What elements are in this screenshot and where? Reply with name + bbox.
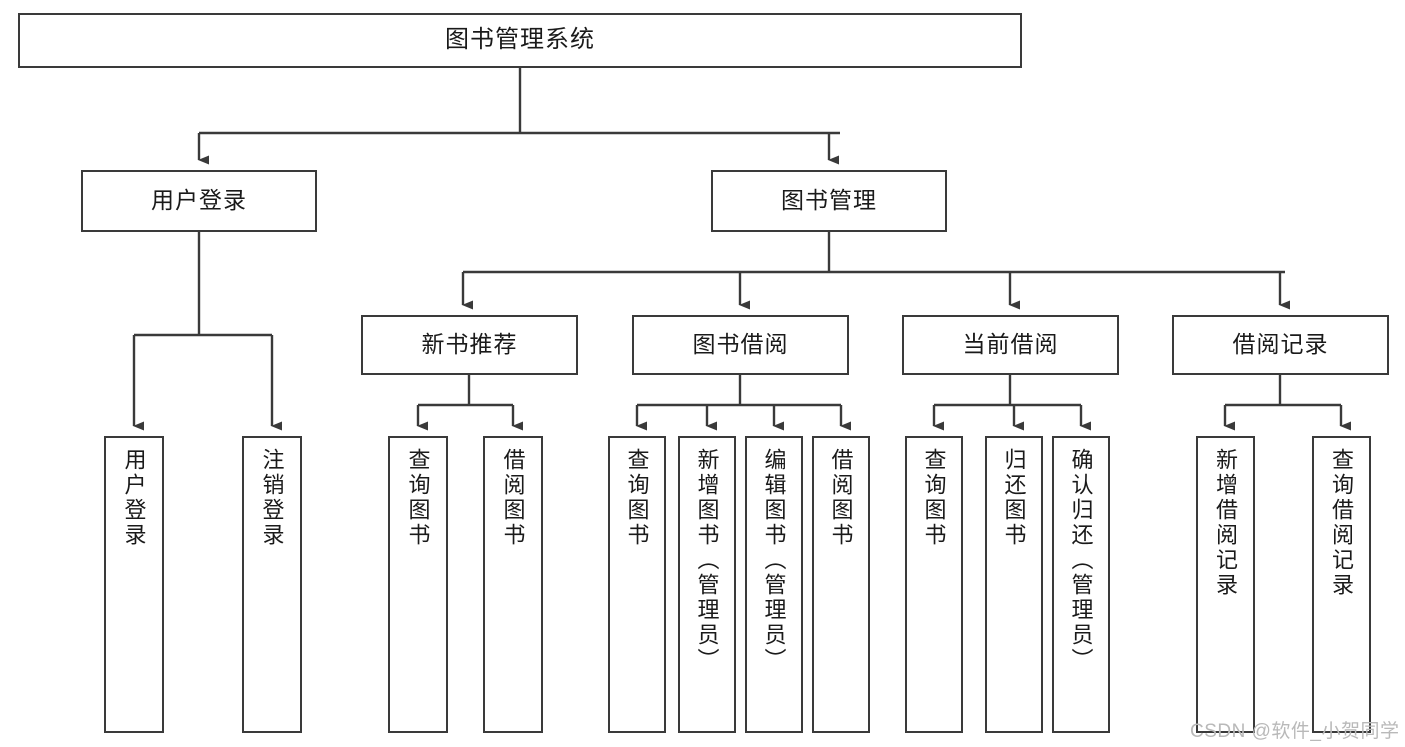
node-leaf-add-book[interactable]: 新增图书（管理员） [678, 436, 736, 733]
node-leaf-borrow-book-recommend-label: 借阅图书 [500, 448, 526, 548]
node-leaf-user-login[interactable]: 用户登录 [104, 436, 164, 733]
node-book-borrow[interactable]: 图书借阅 [632, 315, 849, 375]
node-book-borrow-label: 图书借阅 [692, 331, 789, 358]
node-root-label: 图书管理系统 [445, 26, 595, 54]
node-leaf-query-book-recommend[interactable]: 查询图书 [388, 436, 448, 733]
node-leaf-query-book-current[interactable]: 查询图书 [905, 436, 963, 733]
node-leaf-edit-book-label: 编辑图书（管理员） [761, 448, 787, 673]
node-leaf-confirm-return[interactable]: 确认归还（管理员） [1052, 436, 1110, 733]
node-leaf-query-book-recommend-label: 查询图书 [405, 448, 431, 548]
node-leaf-query-book-borrow[interactable]: 查询图书 [608, 436, 666, 733]
node-leaf-add-book-label: 新增图书（管理员） [694, 448, 720, 673]
node-leaf-confirm-return-label: 确认归还（管理员） [1068, 448, 1094, 673]
node-leaf-edit-book[interactable]: 编辑图书（管理员） [745, 436, 803, 733]
node-root[interactable]: 图书管理系统 [18, 13, 1022, 68]
node-leaf-return-book-label: 归还图书 [1001, 448, 1027, 548]
node-new-book-recommend[interactable]: 新书推荐 [361, 315, 578, 375]
node-book-manage-label: 图书管理 [781, 187, 877, 214]
node-borrow-record[interactable]: 借阅记录 [1172, 315, 1389, 375]
node-leaf-user-logout[interactable]: 注销登录 [242, 436, 302, 733]
node-book-manage[interactable]: 图书管理 [711, 170, 947, 232]
node-leaf-add-borrow-record-label: 新增借阅记录 [1213, 448, 1239, 598]
node-leaf-user-login-label: 用户登录 [121, 448, 147, 548]
node-user-login-label: 用户登录 [151, 187, 247, 214]
node-new-book-recommend-label: 新书推荐 [421, 331, 518, 358]
node-leaf-borrow-book-label: 借阅图书 [828, 448, 854, 548]
node-leaf-user-logout-label: 注销登录 [259, 448, 285, 548]
node-leaf-query-book-borrow-label: 查询图书 [624, 448, 650, 548]
node-leaf-query-borrow-record[interactable]: 查询借阅记录 [1312, 436, 1371, 733]
node-leaf-return-book[interactable]: 归还图书 [985, 436, 1043, 733]
node-user-login[interactable]: 用户登录 [81, 170, 317, 232]
node-current-borrow-label: 当前借阅 [962, 331, 1059, 358]
node-leaf-add-borrow-record[interactable]: 新增借阅记录 [1196, 436, 1255, 733]
node-leaf-borrow-book[interactable]: 借阅图书 [812, 436, 870, 733]
node-borrow-record-label: 借阅记录 [1232, 331, 1329, 358]
node-current-borrow[interactable]: 当前借阅 [902, 315, 1119, 375]
node-leaf-borrow-book-recommend[interactable]: 借阅图书 [483, 436, 543, 733]
node-leaf-query-borrow-record-label: 查询借阅记录 [1329, 448, 1355, 598]
node-leaf-query-book-current-label: 查询图书 [921, 448, 947, 548]
